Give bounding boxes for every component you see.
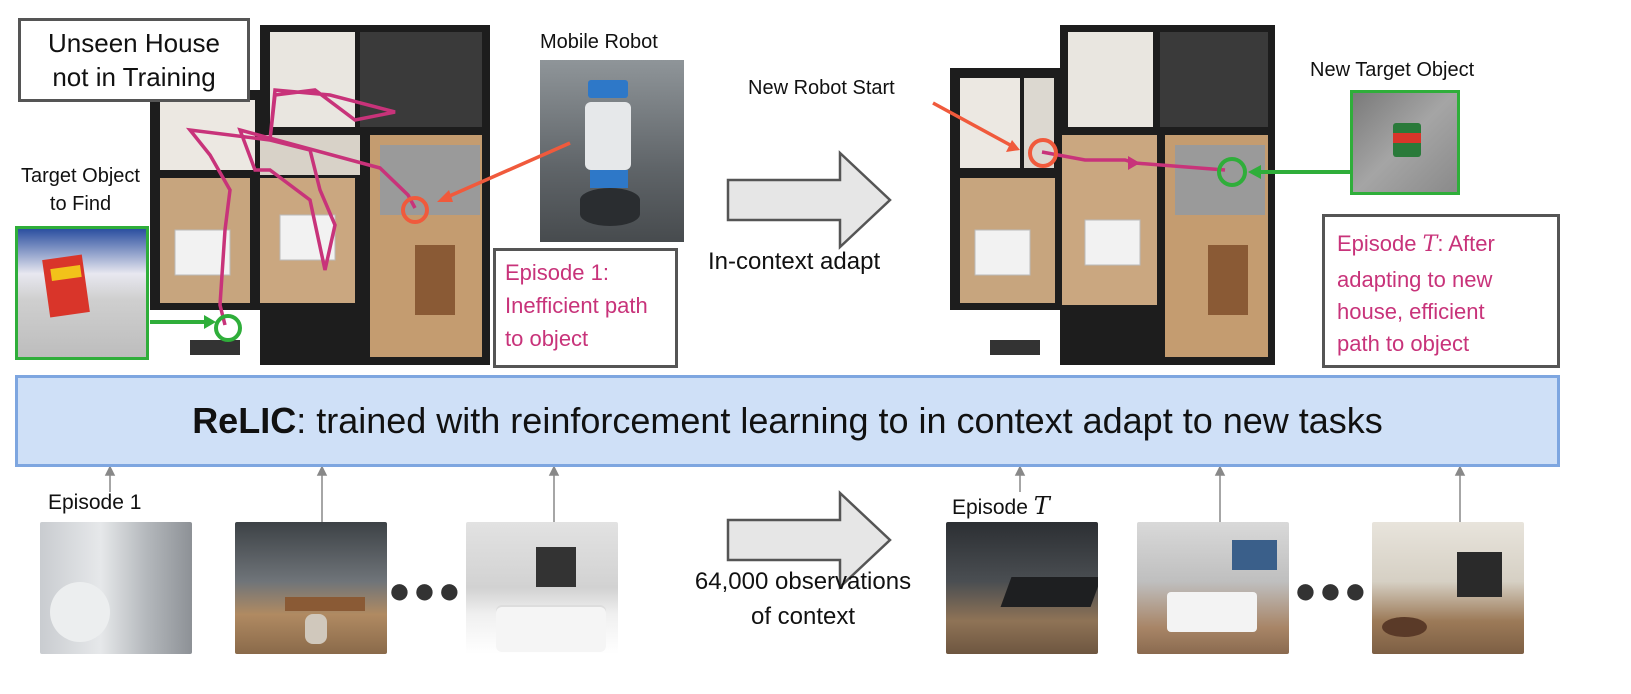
- episodeT-note-prefix: Episode: [1337, 231, 1423, 256]
- adapt-arrow-top: [726, 150, 892, 250]
- observation-thumb-6: [1372, 522, 1524, 654]
- new-robot-start-label: New Robot Start: [748, 77, 895, 99]
- episodeT-note-line1: Episode T: After: [1337, 231, 1495, 258]
- episodeT-bottom-var: T: [1033, 492, 1050, 520]
- episodeT-note-rest: : After: [1437, 231, 1495, 256]
- mobile-robot-label: Mobile Robot: [540, 31, 658, 53]
- ellipsis-right: ●●●: [1294, 570, 1369, 612]
- observation-thumb-2: [235, 522, 387, 654]
- new-target-marker: [1217, 157, 1247, 187]
- episodeT-note-box: Episode T: After adapting to new house, …: [1322, 214, 1560, 368]
- observations-line2: of context: [750, 603, 856, 630]
- banner-text: ReLIC: trained with reinforcement learni…: [18, 400, 1557, 442]
- in-context-adapt-label: In-context adapt: [708, 248, 881, 275]
- mobile-robot-image: [540, 60, 684, 242]
- observation-thumb-1: [40, 522, 192, 654]
- target-pointer-left: [150, 315, 216, 329]
- floorplan-left-drawing: [150, 25, 490, 365]
- episodeT-note-line3: house, efficient: [1337, 299, 1485, 324]
- new-robot-start-marker: [1028, 138, 1058, 168]
- episodeT-note-var: T: [1422, 232, 1438, 257]
- adapt-arrow-bottom: [726, 490, 892, 590]
- unseen-house-box: Unseen House not in Training: [18, 18, 250, 102]
- target-marker: [214, 314, 242, 342]
- relic-banner: ReLIC: trained with reinforcement learni…: [15, 375, 1560, 467]
- unseen-house-line2: not in Training: [52, 62, 216, 92]
- floorplan-right-drawing: [950, 25, 1275, 365]
- target-object-image: [15, 226, 149, 360]
- robot-start-marker: [401, 196, 429, 224]
- robot-pointer-left: [437, 141, 571, 202]
- banner-rest: : trained with reinforcement learning to…: [296, 400, 1383, 441]
- observations-line1: 64,000 observations: [694, 568, 912, 595]
- episode1-note-box: Episode 1: Inefficient path to object: [493, 248, 678, 368]
- target-object-line2: to Find: [49, 193, 112, 215]
- banner-bold: ReLIC: [192, 400, 297, 441]
- observation-thumb-4: [946, 522, 1098, 654]
- episodeT-note-line2: adapting to new: [1337, 267, 1493, 292]
- episode1-note-line1: Episode 1:: [505, 260, 609, 285]
- episode1-bottom-label: Episode 1: [48, 491, 142, 514]
- episode1-note-line2: Inefficient path: [505, 293, 648, 318]
- floorplan-right: [950, 20, 1280, 368]
- new-target-object-label: New Target Object: [1310, 59, 1475, 81]
- observation-thumb-5: [1137, 522, 1289, 654]
- new-start-pointer: [932, 101, 1020, 152]
- episodeT-bottom-prefix: Episode: [952, 496, 1034, 519]
- episode1-note-line3: to object: [505, 326, 589, 351]
- new-target-pointer: [1248, 165, 1350, 179]
- context-up-arrows: [104, 467, 1466, 522]
- new-target-object-image: [1350, 90, 1460, 195]
- episodeT-bottom-label: Episode T: [952, 492, 1050, 521]
- target-object-line1: Target Object: [21, 165, 140, 187]
- episodeT-note-line4: path to object: [1337, 331, 1470, 356]
- ellipsis-left: ●●●: [388, 570, 463, 612]
- floorplan-left: [150, 20, 500, 370]
- observation-thumb-3: [466, 522, 618, 654]
- unseen-house-line1: Unseen House: [48, 28, 220, 58]
